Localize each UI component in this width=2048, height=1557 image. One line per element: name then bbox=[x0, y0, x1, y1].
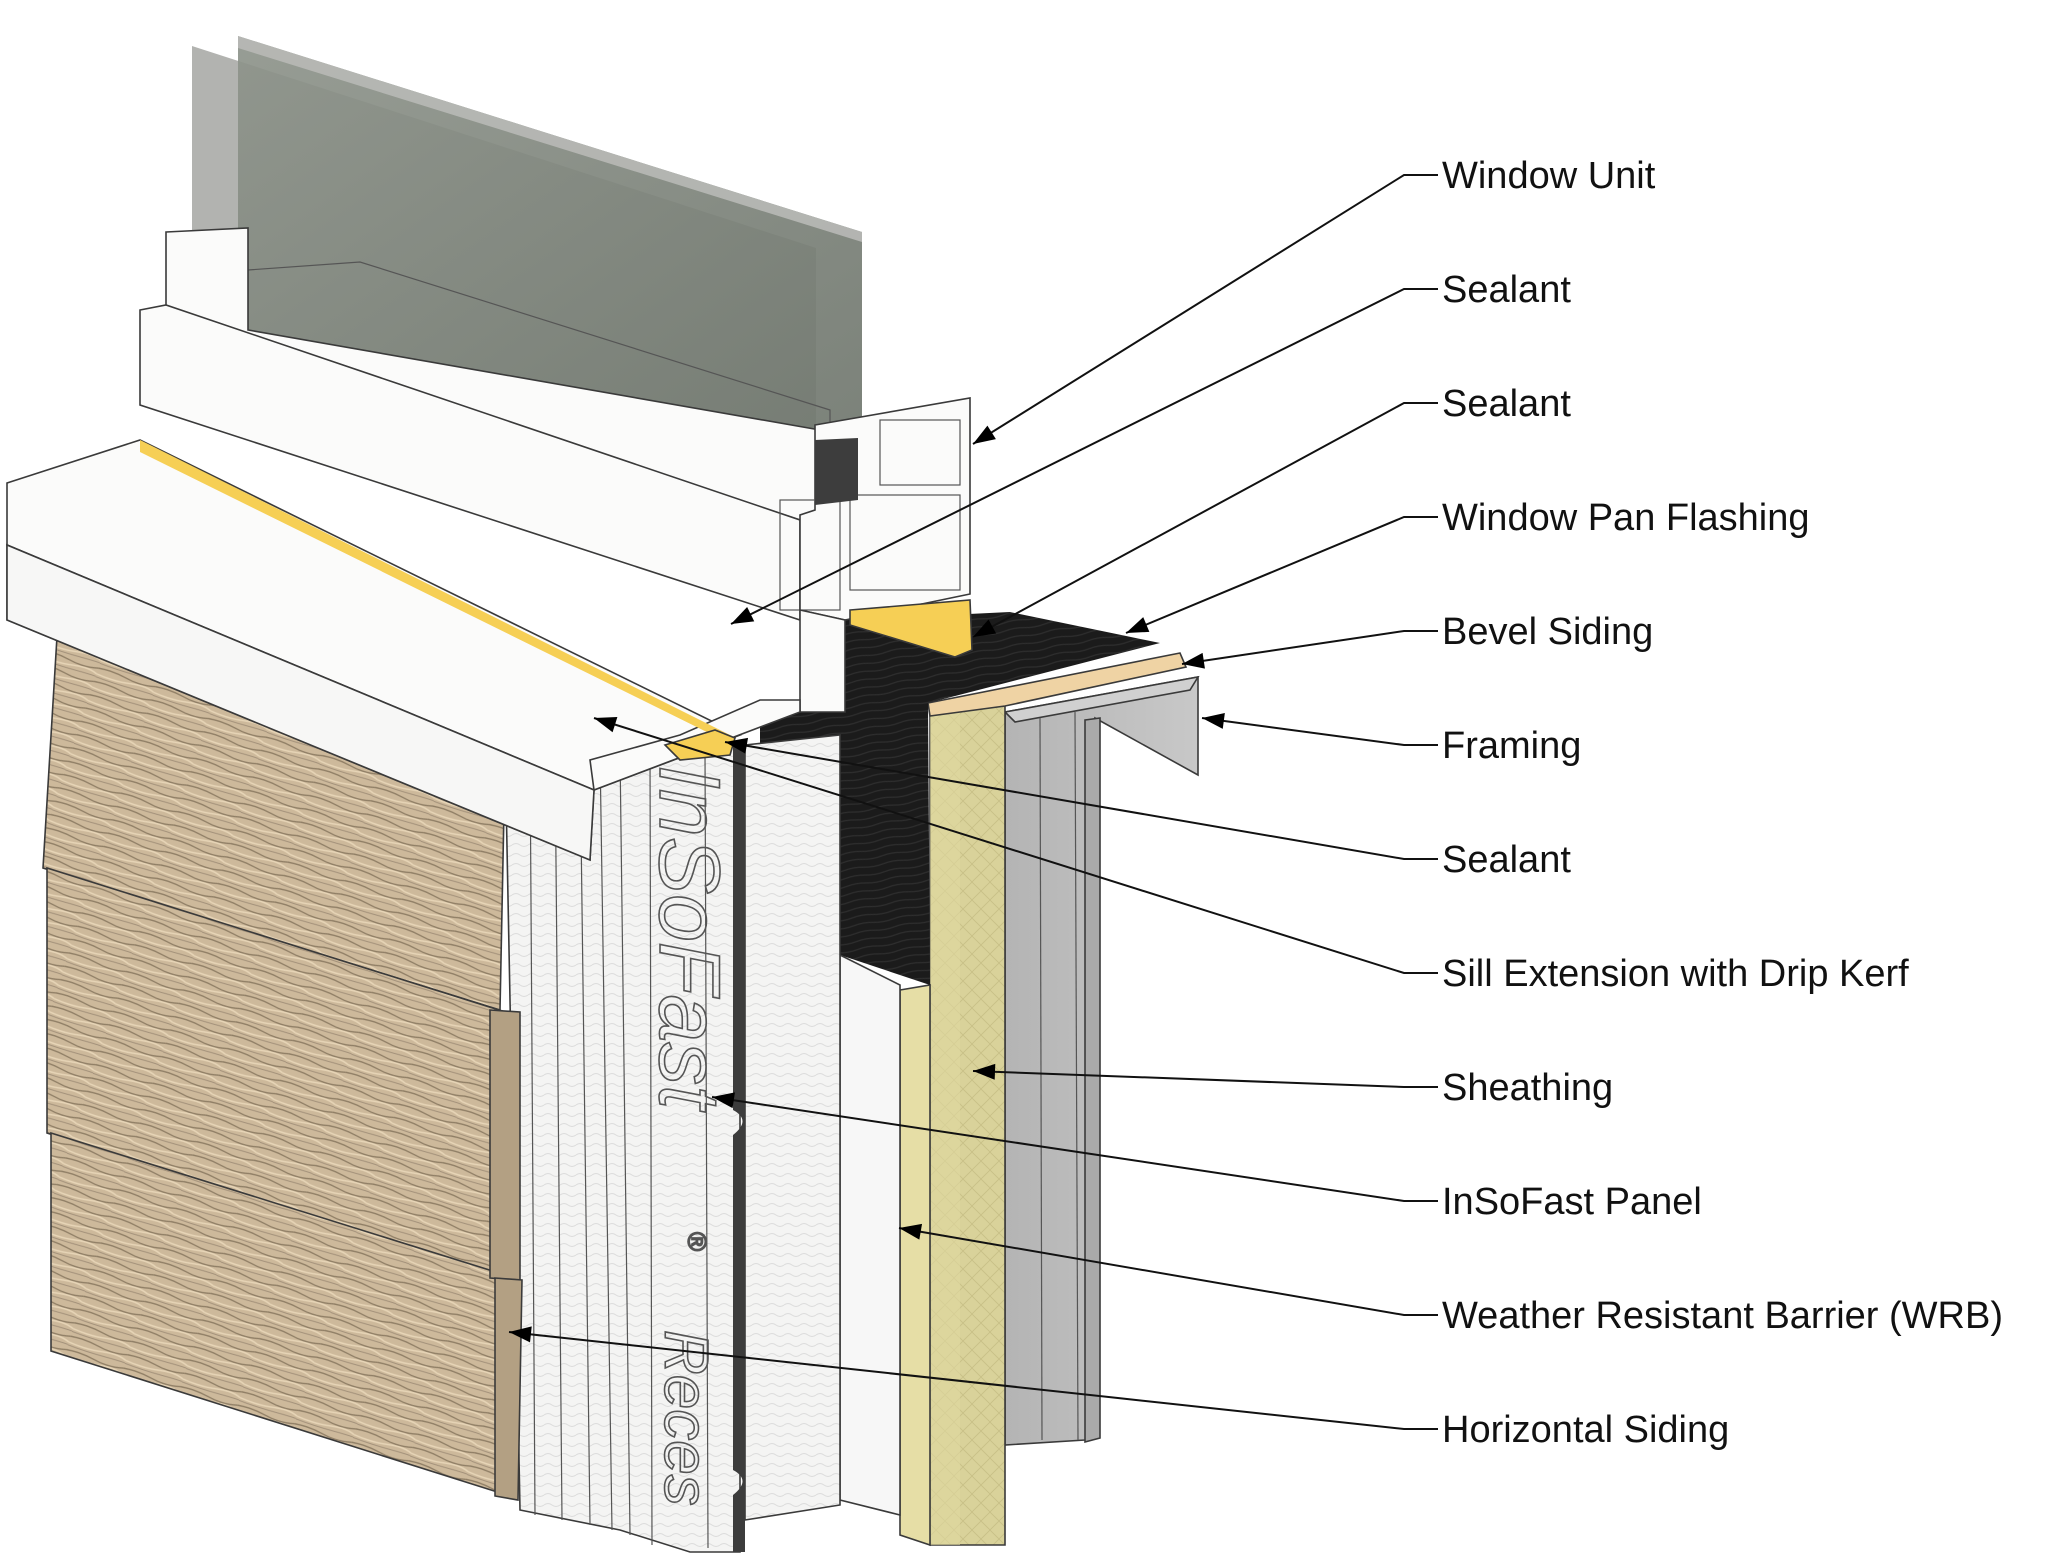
callout-label: Horizontal Siding bbox=[1442, 1409, 1729, 1451]
arrowhead-icon bbox=[509, 1326, 532, 1343]
callout-label: InSoFast Panel bbox=[1442, 1181, 1702, 1223]
callout-window-pan-flashing: Window Pan Flashing bbox=[1125, 497, 1810, 634]
callout-framing: Framing bbox=[1201, 712, 1581, 767]
callout-sealant-1: Sealant bbox=[730, 269, 1571, 625]
callout-label: Sill Extension with Drip Kerf bbox=[1442, 953, 1909, 995]
callout-label: Framing bbox=[1442, 725, 1581, 767]
callout-label: Window Pan Flashing bbox=[1442, 497, 1810, 539]
leader-line bbox=[1181, 630, 1438, 665]
arrowhead-icon bbox=[1202, 712, 1225, 729]
arrowhead-icon bbox=[725, 737, 749, 754]
callout-bevel-siding: Bevel Siding bbox=[1181, 611, 1653, 669]
framing-stud bbox=[1003, 675, 1200, 1446]
arrowhead-icon bbox=[731, 607, 755, 624]
callout-label: Sealant bbox=[1442, 269, 1571, 311]
leader-line bbox=[972, 1070, 1438, 1088]
sealant-block-sill bbox=[663, 729, 736, 761]
leader-line bbox=[1201, 717, 1438, 746]
arrowhead-icon bbox=[973, 425, 996, 444]
sealant-block-frame bbox=[849, 599, 973, 658]
leader-line bbox=[593, 717, 1438, 974]
arrowhead-icon bbox=[899, 1223, 923, 1240]
glazing-block bbox=[815, 438, 858, 505]
callout-sealant-2: Sealant bbox=[972, 383, 1571, 638]
sheathing bbox=[899, 705, 1006, 1547]
callout-label: Bevel Siding bbox=[1442, 611, 1653, 653]
panel-gasket bbox=[733, 745, 745, 1552]
arrowhead-icon bbox=[594, 716, 618, 733]
arrowhead-icon bbox=[973, 1063, 996, 1080]
callout-label: Weather Resistant Barrier (WRB) bbox=[1442, 1295, 2003, 1337]
leader-line bbox=[972, 174, 1438, 445]
insofast-logo-text: InSoFast bbox=[641, 765, 737, 1112]
leader-line bbox=[711, 1096, 1438, 1202]
leader-line bbox=[508, 1331, 1438, 1430]
window-frame bbox=[139, 227, 971, 713]
callout-label: Window Unit bbox=[1442, 155, 1656, 197]
insofast-panel: InSoFast ® Reces bbox=[504, 744, 745, 1553]
callout-label: Sealant bbox=[1442, 839, 1571, 881]
callout-insofast-panel: InSoFast Panel bbox=[711, 1092, 1702, 1223]
callout-window-unit: Window Unit bbox=[972, 155, 1656, 445]
callout-sill-extension: Sill Extension with Drip Kerf bbox=[593, 716, 1909, 995]
leader-line bbox=[898, 1227, 1438, 1316]
callout-sheathing: Sheathing bbox=[972, 1063, 1613, 1109]
insofast-registered-mark: ® bbox=[682, 1232, 712, 1251]
leader-line bbox=[730, 288, 1438, 625]
weather-resistant-barrier bbox=[839, 953, 901, 1517]
callout-horizontal-siding: Horizontal Siding bbox=[508, 1326, 1729, 1451]
insofast-secondary-print: Reces bbox=[651, 1330, 720, 1506]
sill-extension bbox=[6, 439, 801, 862]
callout-label: Sealant bbox=[1442, 383, 1571, 425]
callout-sealant-3: Sealant bbox=[724, 737, 1571, 881]
leader-line bbox=[972, 402, 1438, 638]
bevel-siding bbox=[927, 652, 1188, 717]
arrowhead-icon bbox=[712, 1092, 735, 1109]
arrowhead-icon bbox=[1126, 617, 1150, 633]
callout-wrb: Weather Resistant Barrier (WRB) bbox=[898, 1223, 2003, 1337]
sealant-bead-sill bbox=[140, 440, 732, 742]
foam-layer bbox=[744, 734, 841, 1521]
leader-line bbox=[724, 741, 1438, 860]
arrowhead-icon bbox=[1182, 652, 1205, 669]
leader-line bbox=[1125, 516, 1438, 634]
callout-label: Sheathing bbox=[1442, 1067, 1613, 1109]
arrowhead-icon bbox=[973, 619, 997, 637]
